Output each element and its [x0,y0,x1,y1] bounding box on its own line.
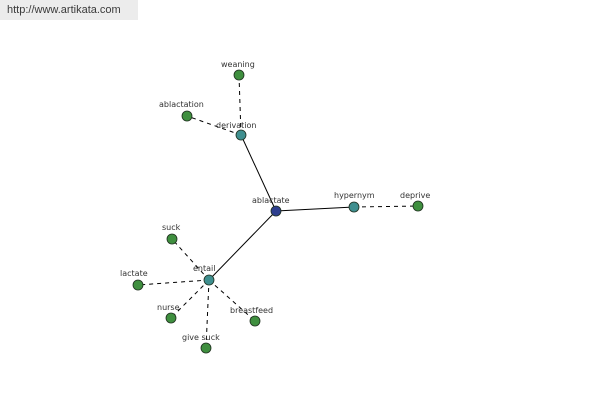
node-dot-entail[interactable] [203,274,215,286]
nodes-layer: ablactate derivation hypernym entail weaning… [120,60,430,354]
edge-entail-lactate [137,279,210,286]
node-dot-breastfeed[interactable] [249,315,261,327]
edge-derivation-ablactation [186,115,242,136]
node-dot-suck[interactable] [166,233,178,245]
node-dot-give-suck[interactable] [200,342,212,354]
node-lactate[interactable]: lactate [120,269,148,291]
edge-ablactate-hypernym [275,206,355,212]
node-label-ablactation: ablactation [159,100,204,109]
edge-ablactate-derivation [240,134,277,212]
node-label-nurse: nurse [157,303,180,312]
edge-entail-give-suck [205,279,210,349]
node-label-give-suck: give suck [182,333,220,342]
node-entail[interactable]: entail [193,264,215,286]
edge-derivation-weaning [238,74,242,136]
node-label-lactate: lactate [120,269,148,278]
edge-ablactate-entail [208,210,277,281]
edge-entail-suck [171,238,210,281]
node-nurse[interactable]: nurse [157,303,180,324]
node-dot-derivation[interactable] [235,129,247,141]
node-weaning[interactable]: weaning [221,60,255,81]
node-breastfeed[interactable]: breastfeed [230,306,273,327]
node-dot-deprive[interactable] [412,200,424,212]
node-label-ablactate: ablactate [252,196,290,205]
node-label-entail: entail [193,264,215,273]
node-dot-weaning[interactable] [233,69,245,81]
node-hypernym[interactable]: hypernym [334,191,375,213]
node-label-deprive: deprive [400,191,430,200]
source-url-label: http://www.artikata.com [0,0,138,20]
node-deprive[interactable]: deprive [400,191,430,212]
edge-entail-nurse [170,279,210,319]
node-dot-hypernym[interactable] [348,201,360,213]
node-label-derivation: derivation [216,121,256,130]
node-dot-nurse[interactable] [165,312,177,324]
node-label-breastfeed: breastfeed [230,306,273,315]
node-label-suck: suck [162,223,181,232]
node-dot-ablactate[interactable] [270,205,282,217]
edges-layer [137,74,419,349]
node-dot-ablactation[interactable] [181,110,193,122]
node-ablactate[interactable]: ablactate [252,196,290,217]
node-suck[interactable]: suck [162,223,181,245]
node-derivation[interactable]: derivation [216,121,256,141]
node-dot-lactate[interactable] [132,279,144,291]
node-ablactation[interactable]: ablactation [159,100,204,122]
node-give-suck[interactable]: give suck [182,333,220,354]
edge-entail-breastfeed [208,279,256,322]
node-label-hypernym: hypernym [334,191,375,200]
node-label-weaning: weaning [221,60,255,69]
edge-hypernym-deprive [353,205,419,208]
